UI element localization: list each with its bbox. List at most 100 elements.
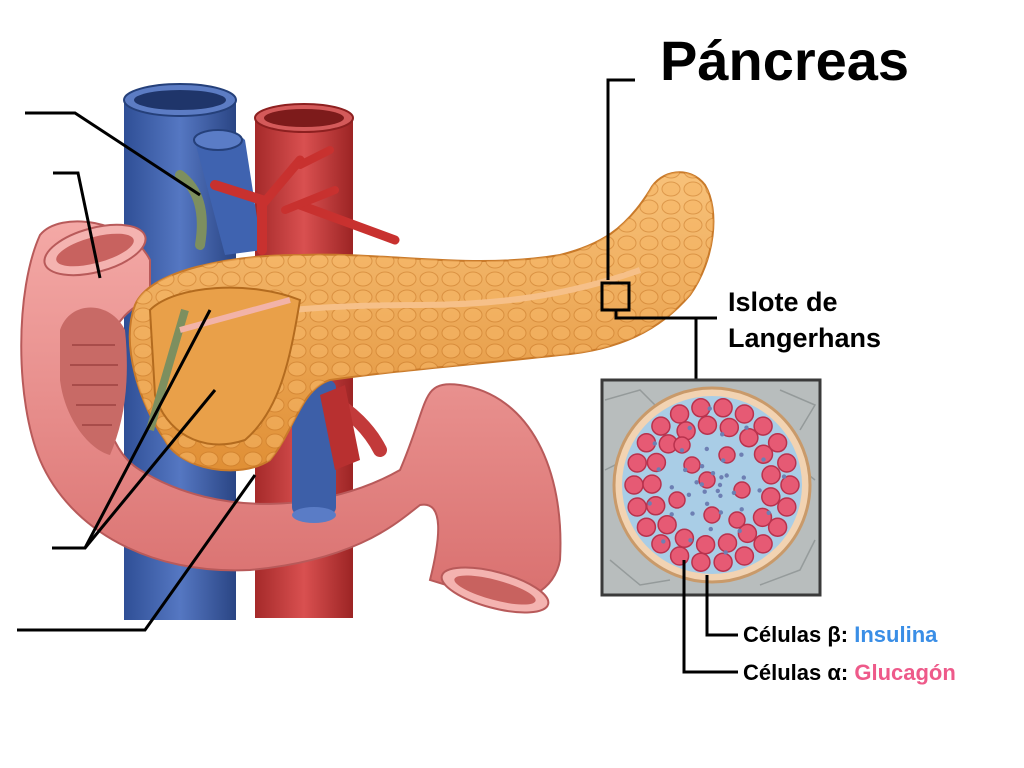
beta-cell-nucleus xyxy=(661,539,666,544)
page-title: Páncreas xyxy=(660,29,910,92)
beta-cell-nucleus xyxy=(702,489,707,494)
beta-cell-nucleus xyxy=(669,512,674,517)
beta-cell-nucleus xyxy=(704,446,709,452)
alpha-cell xyxy=(737,523,758,544)
beta-hormone: Insulina xyxy=(854,622,938,647)
alpha-cell-label: Células α: Glucagón xyxy=(743,660,956,686)
beta-cell-nucleus xyxy=(741,475,746,480)
islet-label-line2: Langerhans xyxy=(728,323,882,353)
alpha-cell xyxy=(713,398,733,418)
alpha-cell xyxy=(645,496,666,516)
alpha-cell xyxy=(642,474,662,494)
celiac-artery-branches xyxy=(210,146,400,255)
alpha-cell xyxy=(734,546,755,566)
beta-cell-nucleus xyxy=(757,488,762,493)
alpha-cell xyxy=(753,416,773,436)
beta-cell-nucleus xyxy=(690,511,695,516)
alpha-cell xyxy=(674,528,695,549)
mesenteric-vessels xyxy=(292,380,387,523)
alpha-cell xyxy=(733,481,751,499)
beta-cell-nucleus xyxy=(704,501,710,506)
beta-cell-nucleus xyxy=(737,528,742,534)
alpha-cell xyxy=(703,506,721,524)
beta-cell-nucleus xyxy=(761,457,766,462)
alpha-cell xyxy=(691,398,711,418)
beta-cell-nucleus xyxy=(781,474,787,479)
alpha-cell xyxy=(739,427,759,448)
alpha-cell-prefix: Células α: xyxy=(743,660,849,685)
beta-cell-nucleus xyxy=(739,507,744,512)
beta-cell-nucleus xyxy=(707,406,712,411)
beta-cell-nucleus xyxy=(699,464,705,469)
alpha-cell xyxy=(651,416,671,436)
beta-cell-nucleus xyxy=(718,493,723,498)
beta-cell-nucleus xyxy=(679,448,685,453)
alpha-cell xyxy=(753,444,774,464)
beta-cell-nucleus xyxy=(688,538,693,543)
alpha-cell xyxy=(673,436,691,454)
beta-cell-nucleus xyxy=(721,458,726,463)
alpha-cell xyxy=(734,404,755,424)
pancreas xyxy=(128,171,715,472)
leader-lines xyxy=(17,78,635,632)
beta-cell-nucleus xyxy=(715,488,720,494)
alpha-cell xyxy=(624,475,644,495)
beta-cell-nucleus xyxy=(652,441,657,446)
beta-cell-nucleus xyxy=(656,467,661,472)
islet-leader xyxy=(614,310,717,320)
alpha-cell xyxy=(777,497,797,517)
alpha-cell xyxy=(636,433,657,453)
alpha-cell xyxy=(669,404,690,424)
alpha-cell xyxy=(636,517,657,537)
islet-label-line1: Islote de xyxy=(728,287,838,317)
beta-cell-nucleus xyxy=(717,482,723,488)
alpha-cell xyxy=(717,533,738,553)
bile-duct xyxy=(175,170,207,250)
beta-cell-nucleus xyxy=(723,550,728,555)
alpha-cells xyxy=(624,398,800,572)
beta-cell-nucleus xyxy=(710,471,716,476)
alpha-cell xyxy=(713,552,733,572)
alpha-cell xyxy=(627,497,647,517)
alpha-cell xyxy=(761,487,781,507)
islet-label: Islote de Langerhans xyxy=(728,284,881,356)
beta-cell-nucleus xyxy=(744,425,749,430)
beta-cell-nucleus xyxy=(647,501,652,506)
beta-cell-nucleus xyxy=(766,510,771,515)
alpha-cell xyxy=(683,456,701,474)
portal-vein xyxy=(193,129,262,255)
beta-cell-nucleus xyxy=(669,485,674,490)
islet-inset xyxy=(600,378,822,597)
alpha-cell xyxy=(627,453,647,473)
alpha-cell xyxy=(767,433,788,453)
beta-cell-nucleus xyxy=(683,467,688,473)
alpha-cell xyxy=(761,465,781,485)
beta-cell-label: Células β: Insulina xyxy=(743,622,937,648)
beta-cell-nucleus xyxy=(699,482,704,487)
cell-leader-lines xyxy=(682,560,738,674)
alpha-hormone: Glucagón xyxy=(854,660,956,685)
alpha-cell xyxy=(780,475,800,495)
beta-cell-nucleus xyxy=(731,490,737,495)
alpha-cell xyxy=(719,417,740,438)
beta-cell-nucleus xyxy=(718,510,724,515)
beta-cell-nucleus xyxy=(739,452,744,457)
beta-cell-prefix: Células β: xyxy=(743,622,849,647)
beta-cells xyxy=(647,406,787,555)
alpha-cell xyxy=(777,453,797,473)
beta-cell-nucleus xyxy=(720,432,725,437)
alpha-cell xyxy=(695,534,716,555)
alpha-cell xyxy=(691,552,711,572)
beta-cell-nucleus xyxy=(686,492,692,497)
beta-cell-nucleus xyxy=(724,473,729,478)
alpha-cell xyxy=(651,534,671,554)
alpha-cell xyxy=(669,546,690,566)
alpha-cell xyxy=(728,511,746,529)
alpha-cell xyxy=(697,415,718,435)
alpha-cell xyxy=(668,491,686,509)
beta-cell-nucleus xyxy=(719,475,724,480)
alpha-cell xyxy=(753,534,773,554)
beta-cell-nucleus xyxy=(708,526,713,532)
alpha-cell xyxy=(657,514,677,535)
